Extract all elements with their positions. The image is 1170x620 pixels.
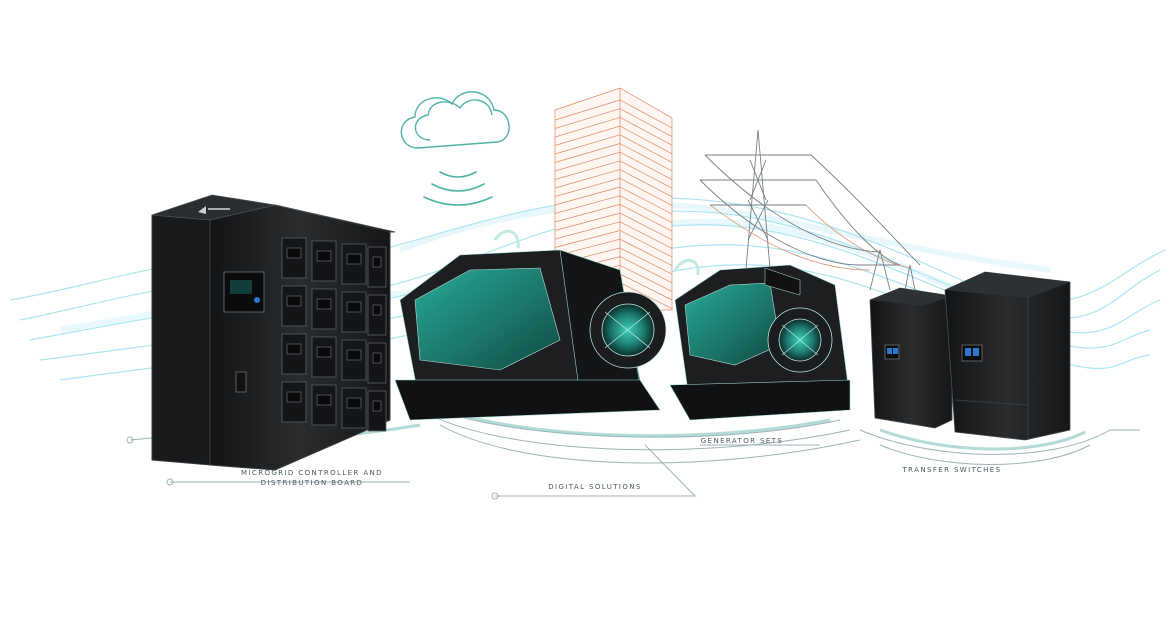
board-logo-icon [198, 206, 230, 214]
generator-set-right [669, 259, 851, 421]
microgrid-controller-label: MICROGRID CONTROLLER AND DISTRIBUTION BO… [232, 468, 392, 488]
transfer-switch-large [944, 271, 1071, 441]
pylon-wires-orange [709, 204, 911, 271]
microgrid-label-line1: MICROGRID CONTROLLER AND [241, 469, 383, 477]
digital-solutions-label: DIGITAL SOLUTIONS [548, 483, 642, 491]
generator-sets-label: GENERATOR SETS [700, 437, 784, 445]
transfer-switches-label: TRANSFER SWITCHES [902, 466, 1002, 474]
cloud-icon [400, 91, 510, 149]
wifi-signal-icon [423, 171, 493, 206]
generator-set-left [394, 229, 667, 421]
microgrid-distribution-board [151, 194, 396, 471]
skyscraper-icon [554, 87, 673, 311]
transfer-switch-small [869, 287, 953, 429]
microgrid-label-line2: DISTRIBUTION BOARD [260, 479, 364, 487]
